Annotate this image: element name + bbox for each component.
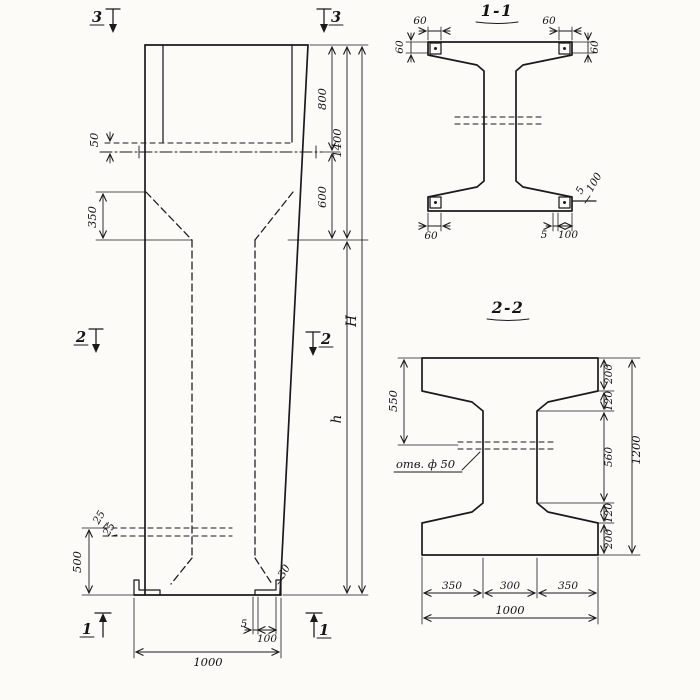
corner-angle-embeds	[429, 42, 597, 209]
dimension-1400: 1400	[330, 47, 347, 238]
base-dowel-lines	[102, 527, 233, 537]
dim-100-label: 100	[257, 633, 277, 645]
dim-60-bl-label: 60	[424, 230, 438, 242]
section-1-1-title: 1-1	[481, 1, 514, 20]
dimension-5-bottom: 5	[541, 212, 559, 241]
dimension-120-top: 120	[603, 391, 615, 411]
section-2-2-title: 2-2	[491, 298, 525, 317]
dimension-200-bottom: 200	[603, 525, 615, 553]
section-1-1-view: 1-1 60	[394, 1, 605, 242]
right-extension-lines	[282, 44, 369, 596]
dim-200b-label: 200	[603, 529, 615, 550]
dim-60-r-label: 60	[589, 40, 601, 54]
dim-200t-label: 200	[603, 364, 615, 385]
base-foot-right	[254, 579, 282, 596]
hole-callout: отв. ф 50	[393, 451, 481, 473]
dim-600-label: 600	[315, 186, 329, 208]
bottom-extension-lines	[133, 596, 282, 659]
dim-1000-22-label: 1000	[495, 603, 524, 617]
section-1-1-web-hole	[454, 116, 546, 125]
column-outline	[133, 44, 309, 596]
mark-3-right-label: 3	[331, 9, 341, 26]
dim-500-label: 500	[70, 551, 84, 573]
dim-1000-label: 1000	[193, 655, 222, 669]
dimension-right-angle: 5 100	[574, 171, 605, 204]
dim-5-b-label: 5	[541, 229, 548, 241]
dim-1400-label: 1400	[330, 128, 344, 157]
dim-120t-label: 120	[603, 391, 615, 411]
dimension-120-bottom: 120	[603, 503, 615, 523]
dimension-1000: 1000	[136, 652, 279, 669]
dimension-60-top-left: 60	[413, 15, 451, 41]
dim-550-label: 550	[386, 390, 400, 412]
dimension-foot-5: 5	[241, 618, 259, 634]
dimension-100-bottom: 100	[558, 212, 578, 241]
mark-1-right-label: 1	[319, 622, 329, 639]
dim-350-label: 350	[85, 206, 99, 228]
section-mark-2-right: 2	[305, 331, 334, 356]
dim-60-tr-label: 60	[542, 15, 556, 27]
dimension-350-left: 350	[424, 580, 481, 593]
dimension-1200: 1200	[629, 360, 643, 553]
dim-50-label: 50	[87, 133, 101, 148]
elevation-view: 800 600 1400 h H 50 350	[70, 8, 369, 669]
column-cap	[99, 44, 323, 159]
mark-2-right-label: 2	[320, 331, 331, 348]
dimension-600: 600	[315, 154, 332, 238]
hidden-web-lines	[145, 191, 294, 585]
section-1-1-outline	[427, 41, 573, 212]
dim-60-tl-label: 60	[413, 15, 427, 27]
section-2-2-view: 2-2 отв. ф 50 550	[386, 298, 643, 625]
dimension-foot-100: 100	[257, 630, 277, 645]
dimension-foot-30: 30	[276, 562, 293, 585]
dimension-1000-2-2: 1000	[424, 603, 596, 618]
dimension-H: H	[344, 47, 362, 593]
dim-60-l-label: 60	[394, 40, 406, 54]
hole-label: отв. ф 50	[396, 457, 455, 471]
dim-100-b-label: 100	[558, 229, 578, 241]
dimension-60-right: 60	[571, 32, 601, 63]
dim-350r-label: 350	[558, 580, 578, 592]
section-2-2-hole	[457, 441, 557, 450]
dim-350l-label: 350	[442, 580, 462, 592]
dimension-300: 300	[485, 580, 535, 593]
dimension-h: h	[329, 242, 347, 593]
section-mark-1-right: 1	[305, 612, 332, 639]
dimension-dowels-25: 25 25	[90, 508, 118, 539]
section-mark-3-right: 3	[316, 8, 344, 33]
dimension-550: 550	[386, 357, 459, 446]
dim-h-label: h	[329, 415, 345, 424]
dim-560-label: 560	[603, 447, 615, 467]
dim-800-label: 800	[315, 88, 329, 110]
dim-H-label: H	[344, 315, 360, 328]
dim-100-r-label: 100	[584, 171, 605, 195]
right-extension-lines-2-2	[536, 357, 641, 556]
section-mark-3-left: 3	[89, 8, 121, 33]
dimension-350: 350	[85, 191, 193, 241]
dimension-500: 500	[70, 527, 135, 596]
dimension-50: 50	[87, 131, 114, 164]
section-mark-2-left: 2	[73, 328, 104, 353]
dim-1200-label: 1200	[629, 435, 643, 464]
dimension-350-right: 350	[539, 580, 596, 593]
dimension-60-left: 60	[394, 32, 429, 63]
dimension-60-bottom-left: 60	[418, 212, 451, 242]
mark-1-left-label: 1	[82, 621, 92, 638]
mark-3-left-label: 3	[92, 9, 102, 26]
dimension-560: 560	[603, 413, 615, 501]
dimension-60-top-right: 60	[542, 15, 582, 41]
bottom-extension-lines-2-2	[421, 556, 599, 625]
dim-30-label: 30	[276, 562, 293, 580]
dim-120b-label: 120	[603, 503, 615, 523]
dimension-200-top: 200	[603, 360, 615, 389]
dim-5-label: 5	[241, 618, 248, 630]
dim-300-label: 300	[500, 580, 520, 592]
section-mark-1-left: 1	[79, 612, 112, 638]
base-foot-left	[133, 579, 161, 596]
mark-2-left-label: 2	[75, 329, 86, 346]
dimension-800: 800	[315, 47, 332, 150]
